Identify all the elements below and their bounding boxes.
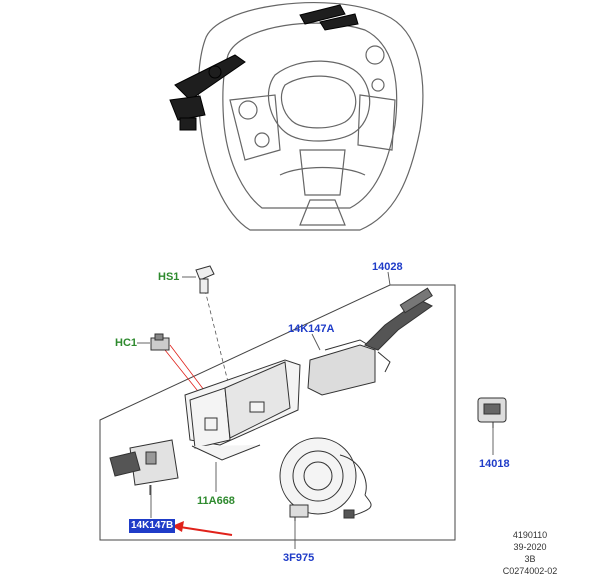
housing-11a668: [184, 359, 301, 461]
assembly-frame: [99, 284, 456, 541]
callout-14028: 14028: [372, 261, 403, 273]
wheel-stalks: [169, 4, 359, 131]
callout-14k147a: 14K147A: [288, 323, 335, 335]
clip-hc1: [150, 333, 170, 351]
assembly-guides: [204, 289, 231, 391]
leader-lines: [137, 271, 494, 549]
switch-14018: [477, 397, 507, 428]
reference-line-2: 39-2020: [513, 542, 547, 552]
reference-line-1: 4190110: [512, 530, 548, 540]
callout-hc1: HC1: [115, 337, 138, 349]
callout-14018: 14018: [479, 458, 510, 470]
steering-wheel-illustration: [197, 1, 424, 231]
switch-14k147b: [109, 439, 179, 495]
reference-line-3: 3B: [524, 554, 536, 564]
reference-line-4: C0274002-02: [502, 566, 558, 576]
callout-hs1: HS1: [158, 271, 180, 283]
bolt-hs1: [195, 265, 215, 294]
switch-14k147a: [307, 287, 433, 396]
clockspring-3f975: [279, 437, 372, 521]
red-pointer-arrow: [172, 521, 233, 536]
callout-14k147b-highlighted: 14K147B: [129, 519, 176, 533]
callout-3f975: 3F975: [283, 552, 315, 564]
callout-11a668: 11A668: [197, 495, 235, 507]
